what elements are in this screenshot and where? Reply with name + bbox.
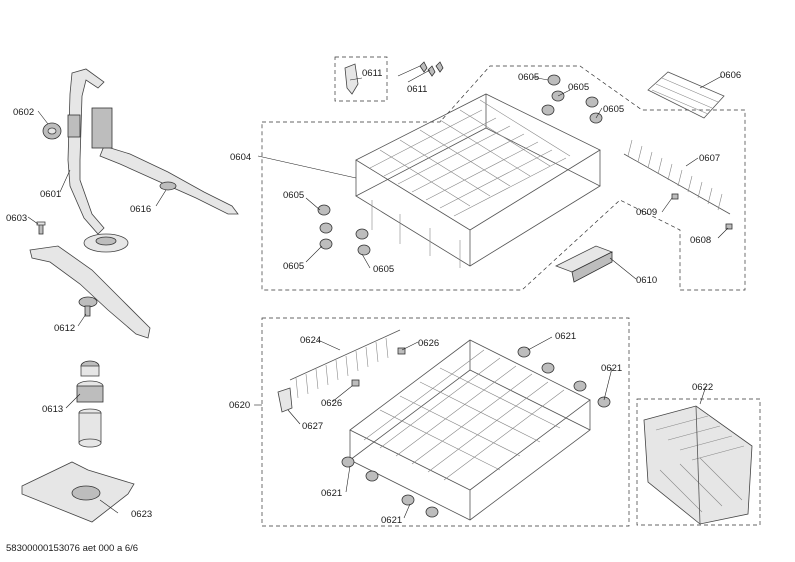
label-0605-1: 0605 — [518, 72, 539, 83]
cutlery-basket-part — [643, 405, 753, 525]
label-0605-2: 0605 — [568, 82, 589, 93]
filter-plate-part — [21, 461, 135, 523]
label-0621-3: 0621 — [321, 488, 342, 499]
label-0627: 0627 — [302, 421, 323, 432]
label-0611-b: 0611 — [407, 84, 427, 95]
upper-rack-part — [355, 93, 601, 268]
label-0621-4: 0621 — [381, 515, 402, 526]
filter-assembly-part — [76, 360, 104, 448]
leader-lines — [27, 65, 729, 519]
upper-spray-arm-part — [91, 107, 239, 215]
label-0613: 0613 — [42, 404, 63, 415]
label-0624: 0624 — [300, 335, 321, 346]
label-0603: 0603 — [6, 213, 27, 224]
lower-spray-arm-part — [29, 245, 151, 339]
label-0605-5: 0605 — [283, 261, 304, 272]
rack-adjuster-part — [555, 245, 613, 283]
nut-part — [42, 122, 62, 140]
label-0621-2: 0621 — [601, 363, 622, 374]
label-0607: 0607 — [699, 153, 720, 164]
document-id: 58300000153076 aet 000 a 6/6 — [6, 543, 139, 554]
label-0601: 0601 — [40, 189, 61, 200]
label-0616: 0616 — [130, 204, 151, 215]
spray-tube-part — [67, 68, 129, 253]
cup-shelf-part — [647, 71, 725, 119]
clip-detail-outline — [334, 56, 388, 102]
label-0626-b: 0626 — [321, 398, 342, 409]
label-0608: 0608 — [690, 235, 711, 246]
label-0605-3: 0605 — [603, 104, 624, 115]
tine-row-part — [623, 139, 733, 230]
label-0610: 0610 — [636, 275, 657, 286]
label-0609: 0609 — [636, 207, 657, 218]
label-0622: 0622 — [692, 382, 713, 393]
label-0612: 0612 — [54, 323, 75, 334]
label-0606: 0606 — [720, 70, 741, 81]
upper-rack-group-outline — [261, 65, 746, 291]
label-0611-a: 0611 — [362, 68, 382, 79]
label-0626-a: 0626 — [418, 338, 439, 349]
screw-part — [36, 221, 46, 235]
lower-rack-group-outline — [261, 317, 630, 527]
lower-rack-rollers — [341, 346, 611, 518]
rack-clip-part — [344, 61, 444, 95]
lower-rack-part — [349, 339, 591, 521]
label-0605-4: 0605 — [283, 190, 304, 201]
label-0604: 0604 — [230, 152, 251, 163]
label-0620: 0620 — [229, 400, 250, 411]
cutlery-basket-outline — [636, 398, 761, 526]
label-0605-6: 0605 — [373, 264, 394, 275]
label-0602: 0602 — [13, 107, 34, 118]
label-0621-1: 0621 — [555, 331, 576, 342]
lower-rack-clips — [277, 347, 406, 413]
lower-tine-row-part — [289, 329, 401, 399]
label-0623: 0623 — [131, 509, 152, 520]
